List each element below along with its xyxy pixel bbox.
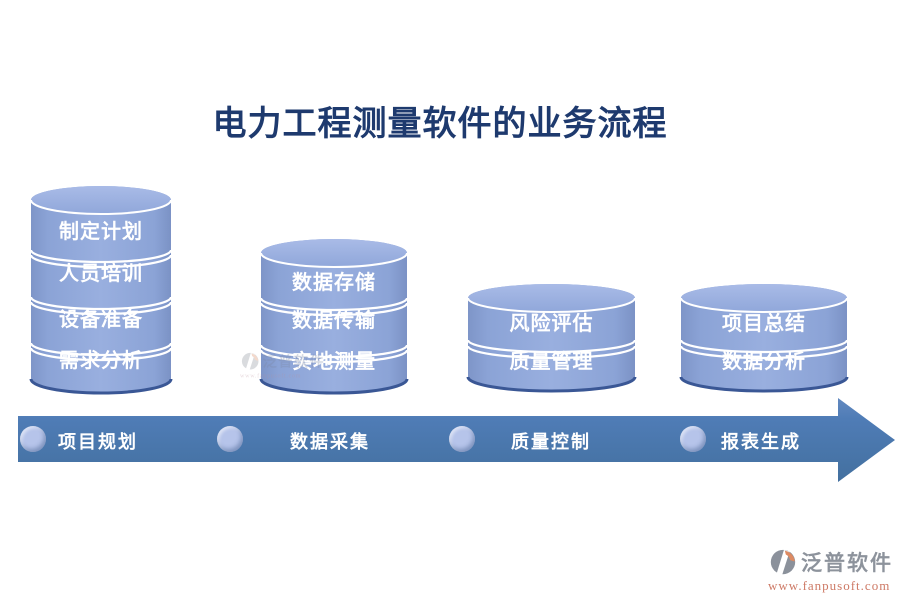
watermark-brand: 泛普软件 <box>262 353 325 371</box>
step-bullet-icon <box>217 426 243 452</box>
stack-segment-label: 需求分析 <box>59 350 143 372</box>
cylinder-icon <box>259 239 409 395</box>
step-label: 项目规划 <box>58 432 138 452</box>
stack-segment-label: 设备准备 <box>59 309 143 331</box>
data-collection-stack: 数据存储 数据传输 实地测量 <box>259 239 409 396</box>
stack-segment-label: 人员培训 <box>59 263 143 285</box>
stack-segment-label: 质量管理 <box>509 351 594 373</box>
watermark-faint: 泛普软件 www.fanpusoft.com <box>240 351 325 379</box>
quality-control-stack: 风险评估 质量管理 <box>466 284 637 394</box>
step-bullet-icon <box>449 426 475 452</box>
page-title: 电力工程测量软件的业务流程 <box>212 106 668 143</box>
project-planning-stack: 制定计划 人员培训 设备准备 需求分析 <box>29 186 173 396</box>
stack-segment-label: 数据分析 <box>722 351 806 373</box>
fanpu-logo-icon <box>770 549 796 576</box>
stack-segment-label: 数据存储 <box>292 272 376 294</box>
stack-segment-label: 数据传输 <box>292 310 376 332</box>
stack-segment-label: 制定计划 <box>59 221 143 243</box>
watermark: 泛普软件 www.fanpusoft.com <box>768 547 893 594</box>
cylinder-icon <box>679 284 849 393</box>
fanpu-logo-icon <box>241 352 259 371</box>
watermark-url: www.fanpusoft.com <box>768 578 891 593</box>
step-label: 质量控制 <box>511 432 591 452</box>
cylinder-icon <box>466 284 637 393</box>
stack-segment-label: 风险评估 <box>509 313 594 335</box>
watermark-brand: 泛普软件 <box>801 551 893 575</box>
report-generation-stack: 项目总结 数据分析 <box>679 284 849 394</box>
step-bullet-icon <box>680 426 706 452</box>
stack-segment-label: 项目总结 <box>722 313 806 335</box>
step-bullet-icon <box>20 426 46 452</box>
step-label: 报表生成 <box>721 432 801 452</box>
cylinder-icon <box>29 186 173 395</box>
stack-segment-label: 实地测量 <box>292 351 376 373</box>
step-label: 数据采集 <box>290 432 370 452</box>
watermark-url: www.fanpusoft.com <box>240 372 302 379</box>
